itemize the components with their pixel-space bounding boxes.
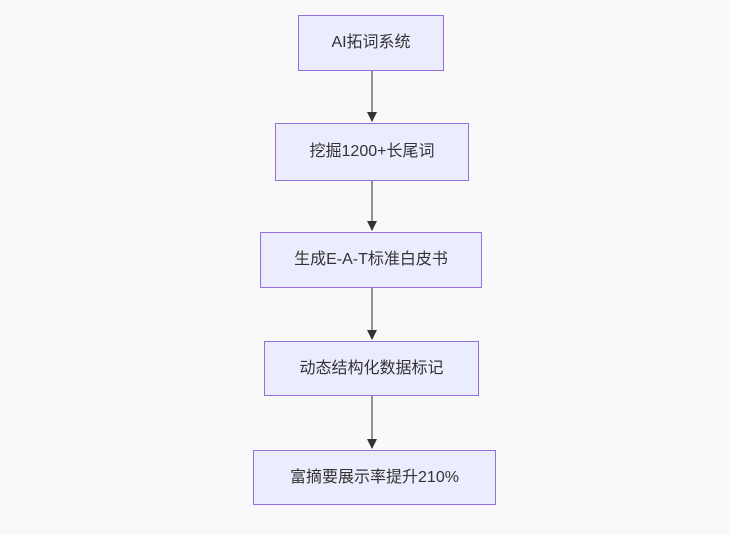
flow-node-label: AI拓词系统 <box>331 34 411 51</box>
flow-node-label: 生成E-A-T标准白皮书 <box>294 251 448 268</box>
flow-node-eat-whitepaper: 生成E-A-T标准白皮书 <box>260 232 482 288</box>
flow-node-longtail-mining: 挖掘1200+长尾词 <box>275 123 469 181</box>
flow-node-rich-snippet-result: 富摘要展示率提升210% <box>253 450 496 505</box>
flow-node-label: 动态结构化数据标记 <box>299 359 444 377</box>
flow-node-structured-data-markup: 动态结构化数据标记 <box>264 341 479 396</box>
flow-node-ai-keyword-system: AI拓词系统 <box>298 15 444 71</box>
flow-node-label: 挖掘1200+长尾词 <box>309 143 435 160</box>
flow-node-label: 富摘要展示率提升210% <box>290 468 459 486</box>
